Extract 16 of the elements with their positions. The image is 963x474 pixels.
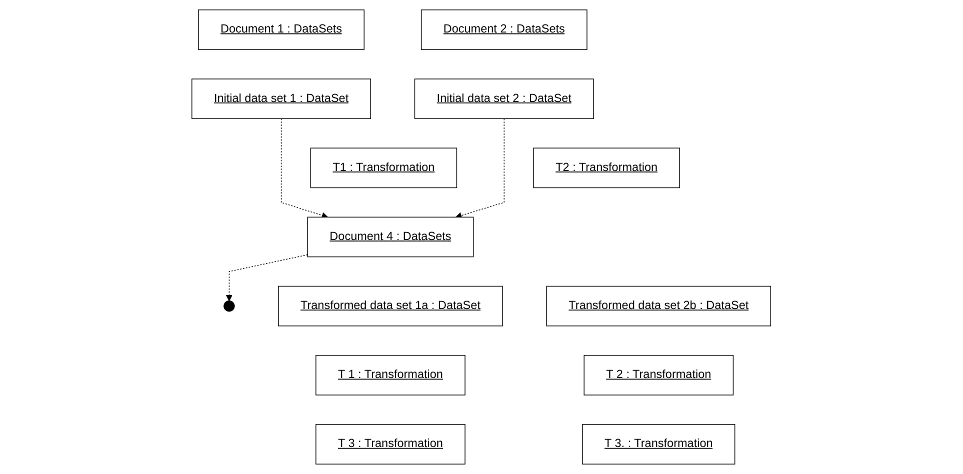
node-box: Initial data set 2 : DataSet [414,78,594,120]
node-box: T 3 : Transformation [316,424,466,464]
node-box: Initial data set 1 : DataSet [192,78,372,120]
node-box: T 2 : Transformation [584,354,734,396]
node-box: T 1 : Transformation [316,354,466,396]
node-box: Document 1 : DataSets [198,10,365,50]
node-box: Document 4 : DataSets [307,216,474,258]
node-box: Document 2 : DataSets [421,10,588,50]
node-box: T2 : Transformation [533,148,680,188]
arrow [226,254,308,302]
node-box: Transformed data set 1a : DataSet [278,286,504,326]
node-box: T 3. : Transformation [582,424,736,464]
node-box: T1 : Transformation [310,148,458,188]
node-box: Transformed data set 2b : DataSet [546,286,772,326]
arrow [456,118,505,219]
arrow [281,118,328,218]
